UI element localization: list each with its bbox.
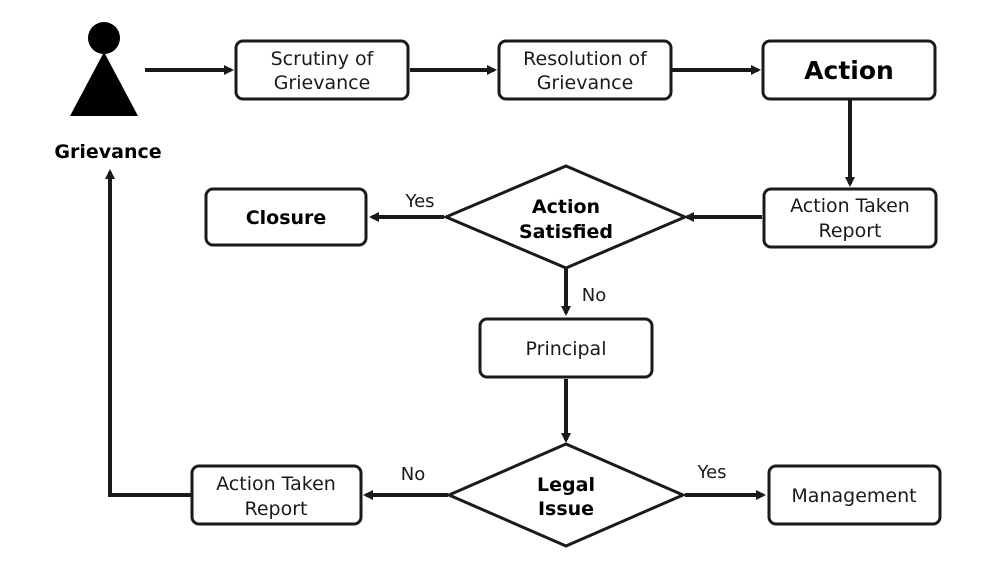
node-resolution-line1: Resolution of	[523, 48, 648, 70]
node-scrutiny-line1: Scrutiny of	[271, 48, 375, 70]
node-management: Management	[767, 464, 942, 526]
edge-label-satisfied-no: No	[582, 285, 606, 306]
node-legal-issue: Legal Issue	[445, 442, 687, 548]
node-resolution-line2: Grievance	[537, 72, 634, 94]
node-atr-top: Action Taken Report	[762, 187, 938, 249]
node-scrutiny-line2: Grievance	[274, 72, 371, 94]
node-resolution: Resolution of Grievance	[497, 39, 673, 101]
edge-label-legal-no: No	[401, 464, 425, 485]
person-icon	[70, 22, 138, 116]
edges	[105, 65, 855, 500]
node-atr-bottom: Action Taken Report	[190, 464, 363, 526]
node-action-satisfied-line2: Satisfied	[519, 221, 613, 243]
node-closure: Closure	[204, 187, 368, 247]
node-management-label: Management	[791, 485, 916, 507]
node-legal-issue-line2: Issue	[538, 498, 594, 520]
actor-label: Grievance	[54, 141, 161, 163]
node-principal-label: Principal	[526, 338, 607, 360]
node-action-satisfied-line1: Action	[532, 196, 600, 218]
node-action-label: Action	[804, 56, 894, 85]
node-principal: Principal	[478, 317, 654, 379]
node-atr-bottom-line1: Action Taken	[216, 473, 336, 495]
node-scrutiny: Scrutiny of Grievance	[234, 39, 410, 101]
node-action-satisfied: Action Satisfied	[442, 164, 689, 270]
node-action: Action	[761, 39, 937, 101]
edge-label-legal-yes: Yes	[696, 462, 726, 483]
node-atr-bottom-line2: Report	[245, 498, 308, 520]
node-atr-top-line1: Action Taken	[790, 195, 910, 217]
edge-label-satisfied-yes: Yes	[404, 191, 434, 212]
node-closure-label: Closure	[246, 207, 327, 229]
node-atr-top-line2: Report	[819, 220, 882, 242]
node-legal-issue-line1: Legal	[537, 474, 595, 496]
edge-atr-back-to-grievance	[105, 169, 191, 497]
